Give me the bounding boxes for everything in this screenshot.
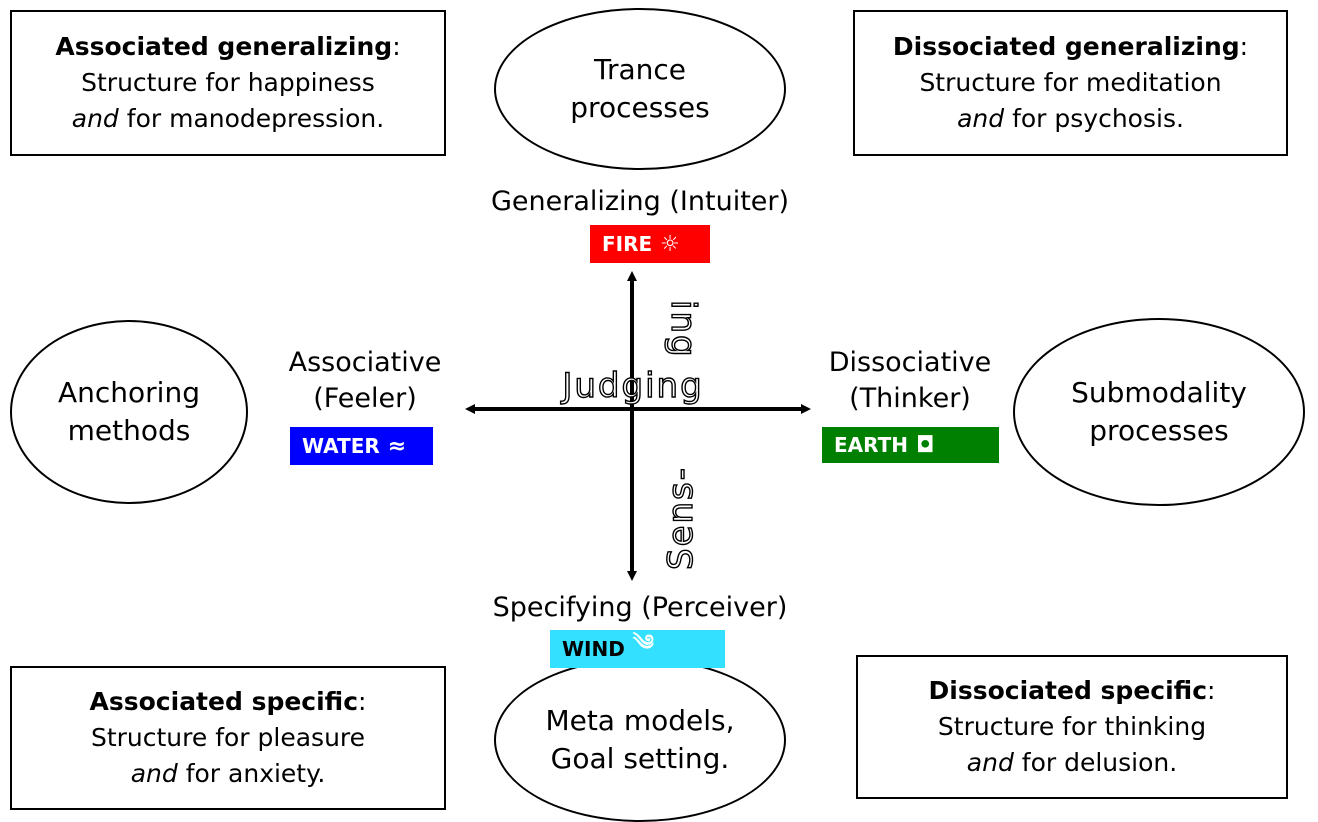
ellipse-submodality-processes: Submodality processes bbox=[1013, 318, 1305, 506]
pole-label-associative: Associative (Feeler) bbox=[288, 347, 442, 414]
pole-label-dissociative: Dissociative (Thinker) bbox=[828, 347, 992, 414]
element-tag-water: WATER≈ bbox=[290, 427, 433, 465]
quadrant-title: Dissociated generalizing bbox=[892, 32, 1240, 61]
element-tag-wind: WIND༄ bbox=[550, 630, 725, 668]
sun-icon: ☼ bbox=[660, 231, 680, 257]
quadrant-title: Dissociated specific bbox=[928, 676, 1208, 705]
pole-label-generalizing: Generalizing (Intuiter) bbox=[490, 186, 790, 217]
square-icon: ◘ bbox=[916, 432, 935, 458]
ellipse-anchoring-methods: Anchoring methods bbox=[10, 320, 248, 504]
quadrant-line: Structure for meditation bbox=[919, 68, 1222, 97]
axis-word-ing: ing bbox=[663, 300, 703, 359]
waves-icon: ≈ bbox=[387, 433, 407, 459]
ellipse-trance-processes: Trance processes bbox=[494, 8, 786, 170]
quadrant-box-associated-generalizing: Associated generalizing: Structure for h… bbox=[10, 10, 446, 156]
element-tag-earth: EARTH◘ bbox=[822, 427, 999, 463]
quadrant-line: Structure for happiness bbox=[81, 68, 375, 97]
pole-label-specifying: Specifying (Perceiver) bbox=[492, 592, 788, 623]
axis-word-judging: Judging bbox=[560, 366, 703, 406]
ellipse-meta-models: Meta models, Goal setting. bbox=[494, 658, 786, 822]
quadrant-line: Structure for pleasure bbox=[90, 723, 366, 752]
quadrant-box-associated-specific: Associated specific: Structure for pleas… bbox=[10, 666, 446, 810]
wind-icon: ༄ bbox=[632, 631, 654, 656]
quadrant-title: Associated specific bbox=[89, 687, 359, 716]
quadrant-line: Structure for thinking bbox=[937, 712, 1207, 741]
quadrant-box-dissociated-generalizing: Dissociated generalizing: Structure for … bbox=[853, 10, 1288, 156]
quadrant-title: Associated generalizing bbox=[55, 32, 393, 61]
quadrant-box-dissociated-specific: Dissociated specific: Structure for thin… bbox=[856, 655, 1288, 799]
element-tag-fire: FIRE☼ bbox=[590, 225, 710, 263]
axis-word-sens: Sens- bbox=[661, 466, 701, 570]
